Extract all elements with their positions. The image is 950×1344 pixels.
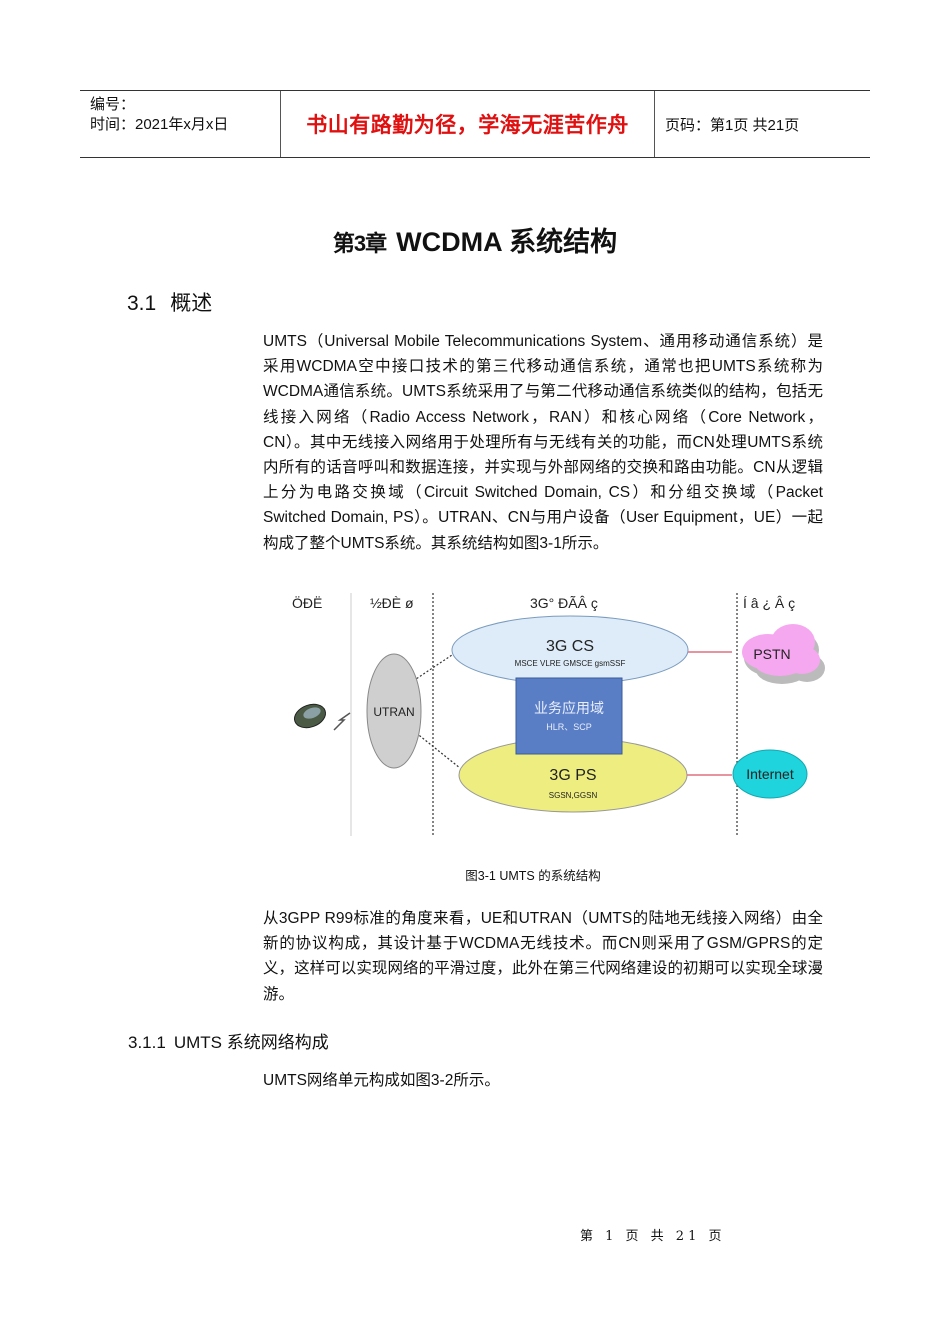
chapter-title: 第3章 WCDMA 系统结构: [0, 220, 950, 259]
page-footer: 第 1 页 共 21 页: [580, 1229, 726, 1244]
utran-label: UTRAN: [373, 705, 414, 719]
internet-label: Internet: [746, 766, 794, 782]
number-label: 编号：: [90, 96, 136, 113]
service-title: 业务应用域: [534, 700, 604, 716]
cs-title: 3G CS: [546, 638, 594, 655]
section-heading: 3.1 概述: [127, 287, 212, 317]
umts-architecture-figure: ÖÐË ½ÐÈ ø 3G° ÐÃÂ ç Í â ¿ Â ç 3G CS MSCE…: [280, 588, 840, 838]
service-sub: HLR、SCP: [546, 722, 592, 732]
header-meta-cell: 编号： 时间：2021年x月x日: [80, 91, 281, 157]
header-table: 编号： 时间：2021年x月x日 书山有路勤为径，学海无涯苦作舟 页码：第1页 …: [80, 90, 870, 158]
subsection-number: 3.1.1: [128, 1033, 166, 1052]
col-label-core: 3G° ÐÃÂ ç: [530, 595, 598, 611]
paragraph-intro: UMTS（Universal Mobile Telecommunications…: [263, 333, 823, 552]
page-info: 页码：第1页 共21页: [665, 116, 800, 134]
date-label: 时间：2021年x月x日: [90, 116, 229, 133]
subsection-title: UMTS 系统网络构成: [173, 1033, 329, 1052]
motto: 书山有路勤为径，学海无涯苦作舟: [281, 91, 655, 157]
ps-sub: SGSN,GGSN: [549, 791, 598, 800]
col-label-ran: ½ÐÈ ø: [370, 595, 414, 611]
paragraph-network-elements: UMTS网络单元构成如图3-2所示。: [263, 1072, 500, 1089]
section-number: 3.1: [127, 292, 157, 315]
cs-sub: MSCE VLRE GMSCE gsmSSF: [515, 659, 626, 668]
section-title: 概述: [170, 292, 213, 315]
ps-title: 3G PS: [549, 767, 596, 784]
pstn-label: PSTN: [753, 646, 790, 662]
col-label-ue: ÖÐË: [292, 594, 322, 611]
figure-caption: 图3-1 UMTS 的系统结构: [465, 869, 601, 883]
paragraph-r99: 从3GPP R99标准的角度来看，UE和UTRAN（UMTS的陆地无线接入网络）…: [263, 910, 823, 1003]
col-label-external: Í â ¿ Â ç: [743, 595, 795, 611]
subsection-heading: 3.1.1 UMTS 系统网络构成: [128, 1028, 329, 1053]
chapter-prefix: 第3章: [332, 231, 387, 256]
chapter-title-text: WCDMA 系统结构: [396, 227, 618, 257]
